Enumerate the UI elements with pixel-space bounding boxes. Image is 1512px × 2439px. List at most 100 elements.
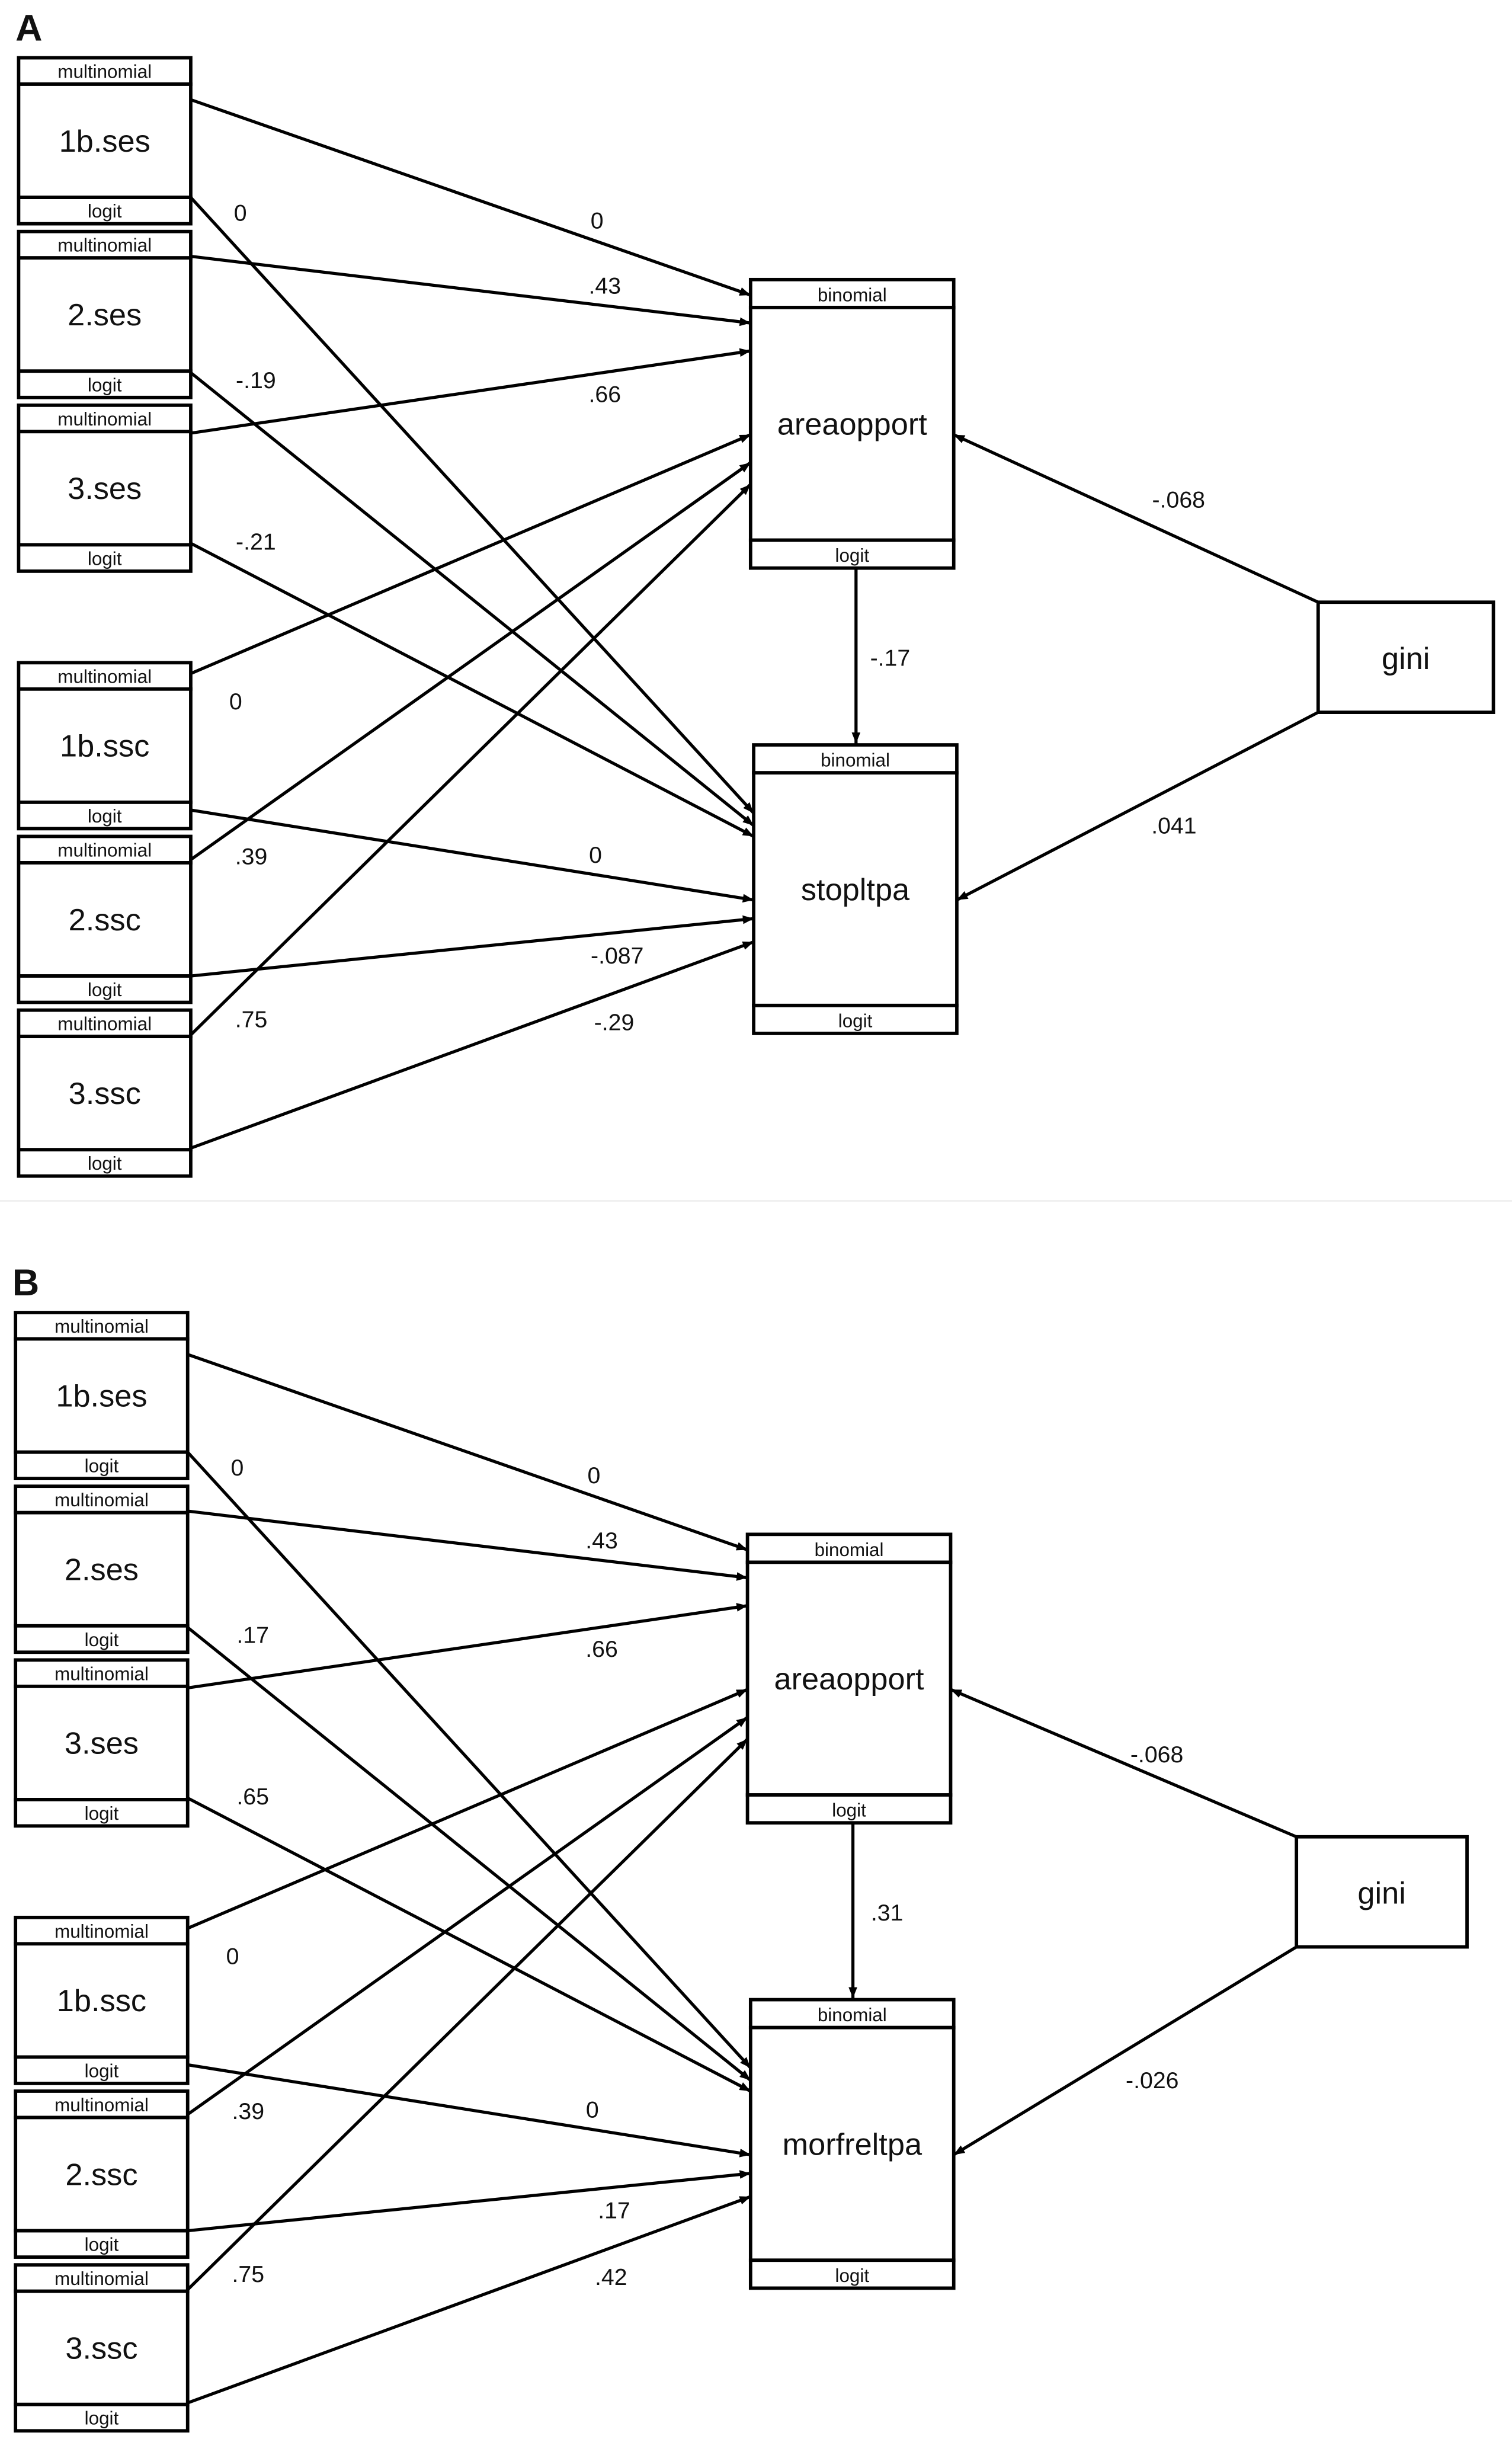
panel-letter: A: [15, 8, 42, 49]
variable-name: 1b.ssc: [57, 1984, 146, 2018]
link-label: logit: [88, 548, 122, 569]
mediator-node-footer: [745, 1793, 953, 1825]
path-to-mediator: [187, 1603, 748, 1690]
coefficient-label: .041: [1151, 812, 1196, 838]
path-to-outcome: [186, 1451, 752, 2069]
link-label: logit: [88, 806, 122, 827]
link-label: logit: [838, 1010, 873, 1031]
coefficient-label: .75: [235, 1006, 268, 1032]
outcome-node-body: [752, 771, 959, 1007]
coefficient-label: .39: [235, 844, 268, 870]
exogenous-node-header: [17, 1008, 193, 1039]
exogenous-node-header: [17, 403, 193, 434]
path-to-mediator: [190, 254, 751, 327]
variable-name: areaopport: [777, 408, 928, 442]
path-to-mediator: [190, 461, 752, 861]
variable-name: 2.ses: [65, 1553, 139, 1587]
path-to-mediator: [190, 98, 751, 297]
coefficient-label: .31: [871, 1900, 904, 1926]
coefficient-label: .43: [589, 273, 622, 299]
distribution-label: binomial: [821, 750, 890, 771]
link-label: logit: [832, 1800, 866, 1821]
context-box: [1316, 600, 1495, 714]
path-to-outcome: [187, 2170, 751, 2233]
path-context-to-mediator: [950, 1688, 1298, 1839]
exogenous-node-footer: [17, 801, 193, 831]
coefficient-label: 0: [226, 1943, 239, 1969]
coefficient-label: -.068: [1130, 1742, 1183, 1768]
coefficient-label: .66: [585, 1636, 618, 1662]
link-label: logit: [85, 2235, 119, 2255]
path-to-mediator: [190, 348, 751, 435]
context-node: gini: [1316, 600, 1495, 714]
path-to-outcome: [187, 1796, 752, 2093]
exogenous-node-header: [17, 56, 193, 86]
distribution-label: multinomial: [57, 666, 152, 687]
coefficient-label: -.026: [1126, 2067, 1178, 2094]
link-label: logit: [85, 1456, 119, 1477]
exogenous-node-body: [14, 1510, 190, 1628]
variable-name: morfreltpa: [782, 2127, 922, 2162]
mediator-node-body: [748, 306, 956, 542]
link-label: logit: [88, 201, 122, 222]
variable-name: gini: [1357, 1876, 1405, 1910]
path-to-mediator: [187, 1353, 748, 1551]
exogenous-node-footer: [17, 543, 193, 573]
variable-name: 3.ssc: [69, 1077, 141, 1111]
mediator-node-header: [745, 1532, 953, 1564]
exogenous-node-header: [17, 229, 193, 260]
path-to-outcome: [190, 542, 755, 838]
coefficient-label: .17: [598, 2198, 630, 2224]
path-to-outcome: [190, 940, 754, 1150]
paths: 00.43-.19.66-.2100.39-.087.75-.29-.17-.0…: [190, 98, 1319, 1150]
mediator-node-body: [745, 1560, 953, 1797]
distribution-label: multinomial: [55, 2095, 149, 2115]
exogenous-node-footer: [14, 1450, 190, 1480]
path-to-mediator: [186, 1737, 749, 2291]
distribution-label: multinomial: [57, 62, 152, 82]
coefficient-label: -.21: [236, 529, 276, 555]
distribution-label: multinomial: [55, 2268, 149, 2289]
coefficient-label: 0: [586, 2096, 599, 2123]
exogenous-node-footer: [14, 2055, 190, 2085]
link-label: logit: [835, 2265, 869, 2286]
outcome-node-body: [748, 2025, 956, 2262]
coefficient-label: -.087: [591, 943, 643, 969]
coefficient-label: .65: [236, 1784, 269, 1810]
exogenous-node-body: [17, 1035, 193, 1152]
path-to-outcome: [190, 196, 755, 814]
exogenous-node-footer: [17, 369, 193, 399]
variable-name: gini: [1382, 642, 1430, 676]
outcome-node-footer: [748, 2258, 956, 2290]
exogenous-node-footer: [14, 2229, 190, 2259]
link-label: logit: [85, 1803, 119, 1824]
outcome-node-header: [748, 1998, 956, 2030]
link-label: logit: [88, 375, 122, 395]
coefficient-label: 0: [234, 200, 247, 226]
link-label: logit: [85, 2408, 119, 2429]
coefficient-label: 0: [589, 842, 602, 868]
coefficient-label: 0: [591, 207, 604, 233]
coefficient-label: .17: [236, 1622, 269, 1649]
path-to-outcome: [190, 371, 755, 827]
path-context-to-outcome: [953, 1945, 1298, 2156]
distribution-label: multinomial: [55, 1490, 149, 1510]
distribution-label: multinomial: [55, 1921, 149, 1942]
link-label: logit: [85, 1630, 119, 1650]
exogenous-node-body: [17, 430, 193, 547]
exogenous-node-body: [17, 82, 193, 199]
distribution-label: binomial: [818, 284, 887, 305]
panel-b: B00.43.17.66.6500.39.17.75.42.31-.068-.0…: [12, 1262, 1469, 2433]
exogenous-node-body: [14, 2289, 190, 2406]
